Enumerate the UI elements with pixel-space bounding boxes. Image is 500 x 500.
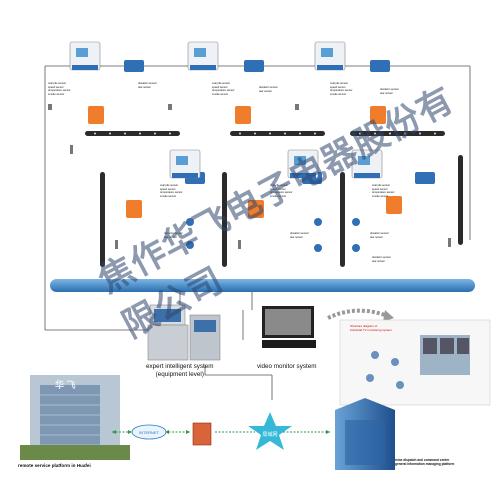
sensor-label: coal pile sensor bbox=[212, 82, 231, 85]
sensor-label: coal pile sensor bbox=[48, 82, 67, 85]
sensor-label: speed sensor bbox=[372, 187, 388, 191]
sensor-label: coal pile sensor bbox=[160, 184, 179, 187]
sensor-labels-group-1b: deviation sensor tear sensor bbox=[138, 82, 157, 89]
sensor-label: smoke sensor bbox=[372, 194, 389, 198]
dispatch-center-subtitle: general information managing platform bbox=[395, 462, 455, 466]
sensor-labels-group-5b: deviation sensor tear sensor bbox=[290, 232, 309, 239]
sensor-labels-group-3b: deviation sensor tear sensor bbox=[380, 88, 399, 95]
controller-units-top bbox=[69, 41, 346, 71]
inset-title-line1: Structure diagram of bbox=[350, 324, 378, 328]
lan-star bbox=[248, 412, 292, 450]
expert-system-caption: expert intelligent system (equipment lev… bbox=[146, 363, 214, 378]
sensor-label: tear sensor bbox=[259, 89, 272, 93]
sensor-label: speed sensor bbox=[212, 85, 228, 89]
small-sensors bbox=[48, 104, 451, 249]
video-system-caption: video monitor system bbox=[257, 363, 317, 370]
building-sign: 华 飞 bbox=[55, 380, 76, 390]
sensor-label: temperature sensor bbox=[160, 191, 183, 195]
sensor-label: temperature sensor bbox=[48, 89, 71, 93]
sensor-label: temperature sensor bbox=[372, 191, 395, 195]
sensor-labels-group-1: coal pile sensor speed sensor temperatur… bbox=[48, 82, 71, 96]
sensor-label: deviation sensor bbox=[259, 86, 278, 89]
sensor-label: deviation sensor bbox=[380, 88, 399, 91]
sensor-labels-group-6c: deviation sensor tear sensor bbox=[372, 256, 391, 263]
sensor-labels-group-2: coal pile sensor speed sensor temperatur… bbox=[212, 82, 235, 96]
expert-system-title: expert intelligent system bbox=[146, 363, 214, 370]
sensor-label: smoke sensor bbox=[212, 92, 229, 96]
sensor-label: smoke sensor bbox=[48, 92, 65, 96]
round-sensors bbox=[186, 218, 360, 252]
sensor-label: speed sensor bbox=[160, 187, 176, 191]
firewall bbox=[192, 422, 212, 446]
belt-conveyors bbox=[85, 131, 463, 267]
internet-cloud bbox=[131, 424, 167, 440]
sensor-label: speed sensor bbox=[48, 85, 64, 89]
sensor-label: tear sensor bbox=[380, 91, 393, 95]
remote-platform-caption: remote service platform in Huafei bbox=[18, 463, 91, 468]
orange-switch-boxes bbox=[88, 106, 402, 218]
sensor-label: coal pile sensor bbox=[330, 82, 349, 85]
sensor-label: tear sensor bbox=[138, 85, 151, 89]
sensor-label: smoke sensor bbox=[330, 92, 347, 96]
sensor-labels-group-4b: deviation sensor tear sensor bbox=[164, 232, 183, 239]
inset-diagram bbox=[339, 319, 491, 406]
sensor-labels-group-4: coal pile sensor speed sensor temperatur… bbox=[160, 184, 183, 198]
belt-rollers bbox=[94, 132, 436, 135]
sensor-label: tear sensor bbox=[290, 235, 303, 239]
sensor-label: deviation sensor bbox=[138, 82, 157, 85]
sensor-labels-group-6b: deviation sensor tear sensor bbox=[370, 232, 389, 239]
expert-console-graphic bbox=[147, 304, 221, 361]
dispatch-building bbox=[335, 398, 395, 470]
sensor-labels-group-6: coal pile sensor speed sensor temperatur… bbox=[372, 184, 395, 198]
sensor-label: tear sensor bbox=[370, 235, 383, 239]
lan-label: 局域网 bbox=[262, 431, 277, 438]
sensor-label: smoke sensor bbox=[270, 194, 287, 198]
sensor-label: deviation sensor bbox=[164, 232, 183, 235]
sensor-label: coal pile sensor bbox=[270, 184, 289, 187]
cloud-label: INTERNET bbox=[139, 430, 160, 435]
sensor-label: deviation sensor bbox=[290, 232, 309, 235]
link-arrows bbox=[112, 430, 330, 434]
inset-title-line2: industrial TV monitoring system bbox=[350, 327, 392, 332]
dispatch-center-title: mine dispatch and command center bbox=[395, 458, 450, 462]
sensor-label: speed sensor bbox=[330, 85, 346, 89]
dispatch-center-caption: mine dispatch and command center general… bbox=[395, 458, 454, 466]
remote-building bbox=[20, 375, 130, 460]
sensor-label: deviation sensor bbox=[370, 232, 389, 235]
controller-units-mid bbox=[169, 149, 383, 179]
sensor-label: coal pile sensor bbox=[372, 184, 391, 187]
inset-title: Structure diagram of industrial TV monit… bbox=[350, 324, 392, 332]
sensor-label: temperature sensor bbox=[212, 89, 235, 93]
sensor-labels-group-3: coal pile sensor speed sensor temperatur… bbox=[330, 82, 353, 96]
sensor-labels-group-2b: deviation sensor tear sensor bbox=[259, 86, 278, 93]
network-bus bbox=[50, 279, 475, 292]
sensor-label: tear sensor bbox=[164, 235, 177, 239]
sensor-label: smoke sensor bbox=[160, 194, 177, 198]
sensor-label: tear sensor bbox=[372, 259, 385, 263]
video-monitor-graphic bbox=[262, 306, 316, 348]
inset-arrow bbox=[327, 308, 386, 320]
sensor-label: temperature sensor bbox=[270, 191, 293, 195]
sensor-label: speed sensor bbox=[270, 187, 286, 191]
sensor-labels-group-5: coal pile sensor speed sensor temperatur… bbox=[270, 184, 293, 198]
sensor-label: deviation sensor bbox=[372, 256, 391, 259]
sensor-label: temperature sensor bbox=[330, 89, 353, 93]
expert-system-subtitle: (equipment level) bbox=[155, 370, 204, 378]
